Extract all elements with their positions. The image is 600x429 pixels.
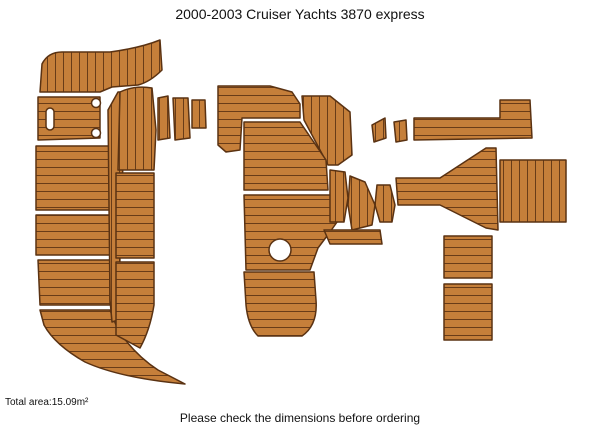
pad-curve-2 [374, 184, 396, 223]
cutout-circle [268, 238, 292, 262]
pad-left-lower [35, 214, 111, 256]
pad-hatch-2 [172, 97, 191, 141]
pad-right-long [413, 99, 533, 141]
pad-col2-top [117, 86, 157, 171]
cutout-circle [90, 97, 102, 109]
total-area-label: Total area:15.09m² [5, 397, 89, 408]
footer-note: Please check the dimensions before order… [179, 411, 421, 425]
pad-left-upper [37, 96, 101, 141]
pad-left-bow-top [39, 39, 163, 93]
pad-right-end [499, 159, 567, 223]
pad-lower-right-1 [443, 235, 493, 279]
pad-lower-right-2 [443, 283, 493, 341]
pad-curve-1 [347, 175, 376, 231]
pad-left-bottom [37, 259, 111, 306]
page-title: 2000-2003 Cruiser Yachts 3870 express [175, 6, 425, 22]
pad-cockpit-bottom-curve [243, 271, 317, 337]
pad-hatch-3 [191, 99, 207, 129]
pad-center-filler [329, 169, 349, 223]
pad-col2-mid [115, 172, 155, 259]
pad-left-mid [35, 145, 111, 211]
cutout-slot [45, 107, 55, 131]
pad-small-1 [371, 117, 387, 143]
pad-cockpit-right [301, 95, 353, 166]
pad-cockpit-main [243, 121, 329, 191]
pad-cockpit-top [217, 85, 301, 153]
pad-hatch-1 [157, 95, 171, 141]
pad-curve-3 [323, 229, 383, 245]
pad-small-2 [393, 119, 408, 143]
cutout-circle [90, 127, 102, 139]
pad-col2-bottom [115, 261, 155, 349]
pad-right-angled [395, 147, 499, 231]
pad-left-stern-curve [39, 309, 186, 385]
